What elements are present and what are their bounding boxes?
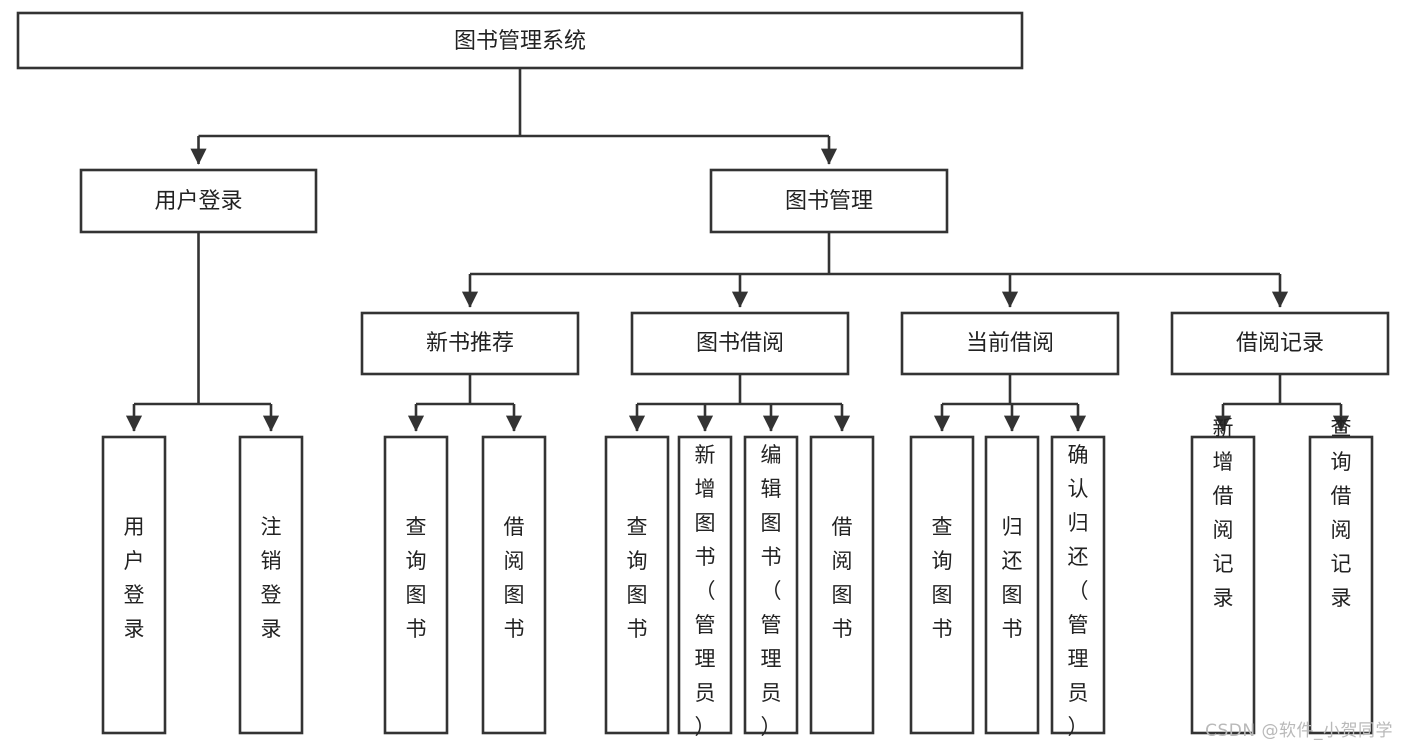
node-user-login-box[interactable]	[79, 168, 318, 234]
connector-layer	[125, 68, 1350, 432]
leaf-query-borrow-record-box[interactable]	[1308, 435, 1374, 735]
leaf-node-layer: 用户登录 注销登录 查询图书 借阅图书 查询图书 新增图书（管理员）	[101, 416, 1374, 739]
leaf-return-book-box[interactable]	[984, 435, 1040, 735]
leaf-user-login-label: 用户登录	[124, 515, 145, 641]
leaf-logout-label: 注销登录	[261, 515, 282, 641]
leaf-edit-book-admin[interactable]: 编辑图书（管理员）	[743, 435, 799, 739]
node-book-management-box[interactable]	[709, 168, 949, 234]
leaf-borrow-book-recommend-box[interactable]	[481, 435, 547, 735]
leaf-query-book-current-box[interactable]	[909, 435, 975, 735]
leaf-confirm-return-admin-label: 确认归还（管理员）	[1068, 443, 1089, 739]
leaf-borrow-book-recommend[interactable]: 借阅图书	[481, 435, 547, 735]
leaf-query-book-current-label: 查询图书	[932, 515, 953, 641]
node-root-system-label: 图书管理系统	[454, 29, 586, 54]
leaf-confirm-return-admin-box[interactable]	[1050, 435, 1106, 735]
leaf-add-book-admin[interactable]: 新增图书（管理员）	[677, 435, 733, 739]
leaf-query-book-borrow-label: 查询图书	[627, 515, 648, 641]
csdn-watermark: CSDN @软件_小贺同学	[1205, 721, 1393, 741]
leaf-borrow-book-box[interactable]	[809, 435, 875, 735]
node-root-system-box[interactable]	[16, 11, 1024, 70]
leaf-logout[interactable]: 注销登录	[238, 435, 304, 735]
leaf-return-book[interactable]: 归还图书	[984, 435, 1040, 735]
node-current-borrow-box[interactable]	[900, 311, 1120, 376]
leaf-add-book-admin-box[interactable]	[677, 435, 733, 735]
leaf-user-login-box[interactable]	[101, 435, 167, 735]
leaf-query-book-borrow-box[interactable]	[604, 435, 670, 735]
node-root-system[interactable]: 图书管理系统	[16, 11, 1024, 70]
leaf-user-login[interactable]: 用户登录	[101, 435, 167, 735]
node-book-management[interactable]: 图书管理	[709, 168, 949, 234]
leaf-confirm-return-admin[interactable]: 确认归还（管理员）	[1050, 435, 1106, 739]
leaf-query-book-current[interactable]: 查询图书	[909, 435, 975, 735]
node-book-management-label: 图书管理	[785, 189, 873, 214]
leaf-borrow-book[interactable]: 借阅图书	[809, 435, 875, 735]
leaf-query-book-recommend-label: 查询图书	[406, 515, 427, 641]
leaf-borrow-book-label: 借阅图书	[832, 515, 853, 641]
node-book-borrow-box[interactable]	[630, 311, 850, 376]
node-borrow-records-label: 借阅记录	[1236, 331, 1324, 356]
node-current-borrow-label: 当前借阅	[966, 331, 1054, 356]
leaf-query-borrow-record[interactable]: 查询借阅记录	[1308, 416, 1374, 735]
leaf-return-book-label: 归还图书	[1002, 515, 1023, 641]
node-new-book-recommend[interactable]: 新书推荐	[360, 311, 580, 376]
node-new-book-recommend-label: 新书推荐	[426, 331, 514, 356]
leaf-query-borrow-record-label: 查询借阅记录	[1331, 416, 1352, 610]
node-borrow-records-box[interactable]	[1170, 311, 1390, 376]
leaf-add-borrow-record[interactable]: 新增借阅记录	[1190, 416, 1256, 735]
leaf-query-book-recommend-box[interactable]	[383, 435, 449, 735]
node-user-login-label: 用户登录	[154, 189, 242, 214]
leaf-logout-box[interactable]	[238, 435, 304, 735]
leaf-add-borrow-record-label: 新增借阅记录	[1213, 416, 1234, 610]
leaf-edit-book-admin-box[interactable]	[743, 435, 799, 735]
leaf-add-book-admin-label: 新增图书（管理员）	[695, 443, 716, 739]
node-book-borrow-label: 图书借阅	[696, 331, 784, 356]
leaf-query-book-recommend[interactable]: 查询图书	[383, 435, 449, 735]
leaf-borrow-book-recommend-label: 借阅图书	[504, 515, 525, 641]
node-book-borrow[interactable]: 图书借阅	[630, 311, 850, 376]
node-new-book-recommend-box[interactable]	[360, 311, 580, 376]
node-current-borrow[interactable]: 当前借阅	[900, 311, 1120, 376]
node-user-login[interactable]: 用户登录	[79, 168, 318, 234]
leaf-add-borrow-record-box[interactable]	[1190, 435, 1256, 735]
leaf-query-book-borrow[interactable]: 查询图书	[604, 435, 670, 735]
leaf-edit-book-admin-label: 编辑图书（管理员）	[761, 443, 782, 739]
node-borrow-records[interactable]: 借阅记录	[1170, 311, 1390, 376]
